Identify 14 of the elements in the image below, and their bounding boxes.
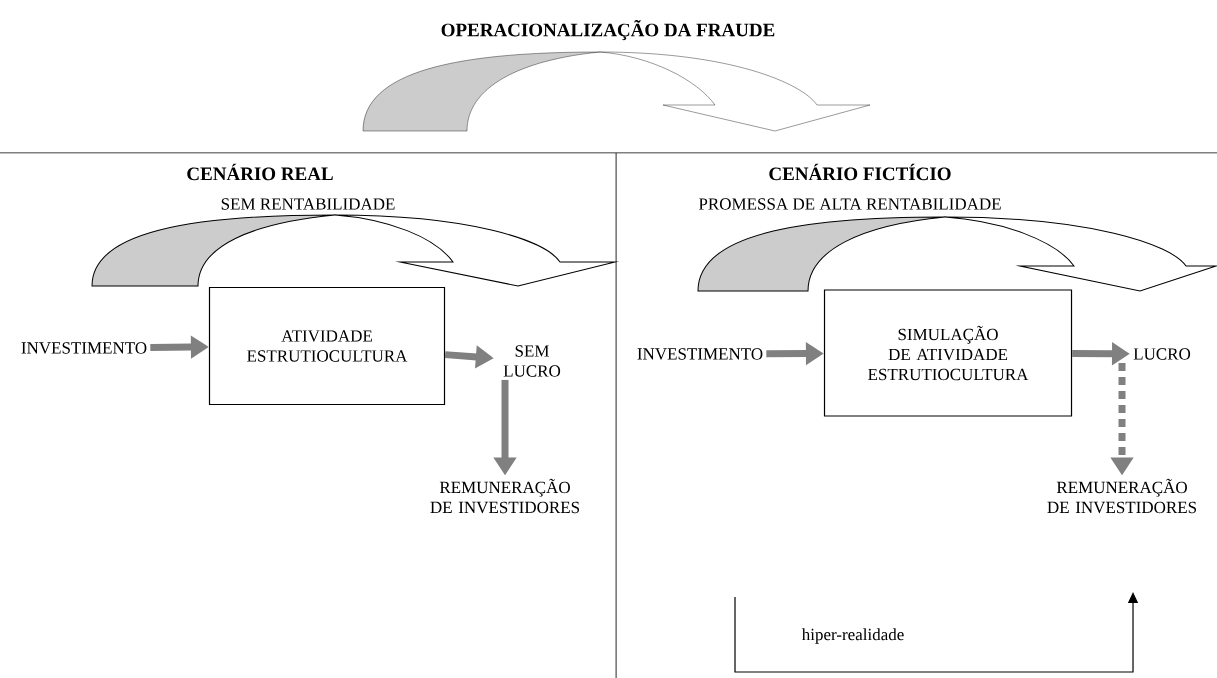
node-label: INVESTIMENTO <box>637 348 763 360</box>
node-label: REMUNERAÇÃO DE INVESTIDORES <box>1047 478 1197 514</box>
process-box: SIMULAÇÃO DE ATIVIDADE ESTRUTIOCULTURA <box>823 289 1073 417</box>
heading: CENÁRIO REAL <box>187 163 333 181</box>
caption: SEM RENTABILIDADE <box>221 198 395 210</box>
node-label: INVESTIMENTO <box>21 342 147 354</box>
title: OPERACIONALIZAÇÃO DA FRAUDE <box>441 19 775 41</box>
node-label: REMUNERAÇÃO DE INVESTIDORES <box>430 478 580 514</box>
process-box: ATIVIDADE ESTRUTIOCULTURA <box>208 286 446 406</box>
node-label: SEM LUCRO <box>503 345 561 377</box>
bracket-label: hiper-realidade <box>801 628 904 644</box>
caption: PROMESSA DE ALTA RENTABILIDADE <box>698 198 1001 210</box>
heading: CENÁRIO FICTÍCIO <box>769 163 951 181</box>
node-label: LUCRO <box>1133 348 1191 360</box>
